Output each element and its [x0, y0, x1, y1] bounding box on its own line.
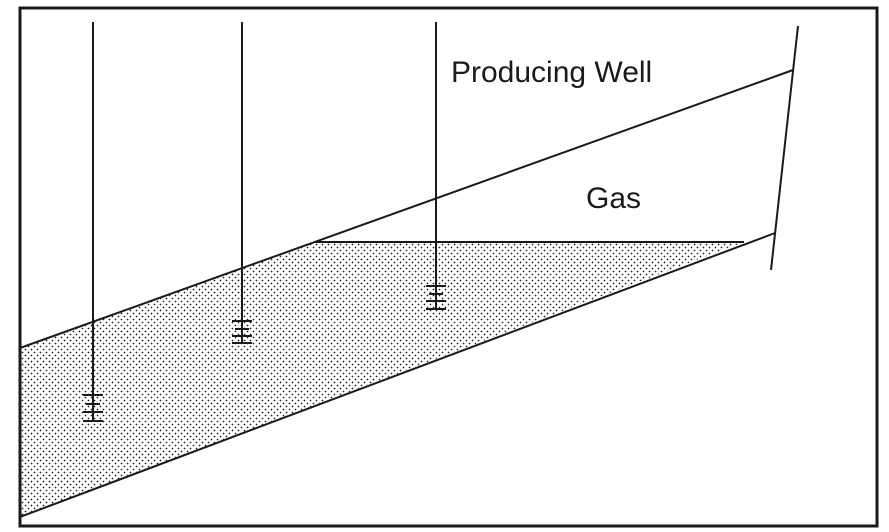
well-1	[83, 22, 103, 422]
producing-well-label: Producing Well	[451, 56, 652, 89]
well-3-perforation-symbol	[426, 285, 446, 310]
diagram-frame	[18, 6, 879, 528]
fault-line	[770, 25, 799, 271]
reservoir-base-boundary	[20, 232, 776, 518]
reservoir-top-boundary	[20, 69, 794, 349]
well-2	[232, 22, 252, 344]
well-1-perforation-symbol	[83, 394, 103, 422]
gas-label: Gas	[586, 182, 641, 215]
well-3	[426, 22, 446, 310]
well-2-perforation-symbol	[232, 320, 252, 344]
